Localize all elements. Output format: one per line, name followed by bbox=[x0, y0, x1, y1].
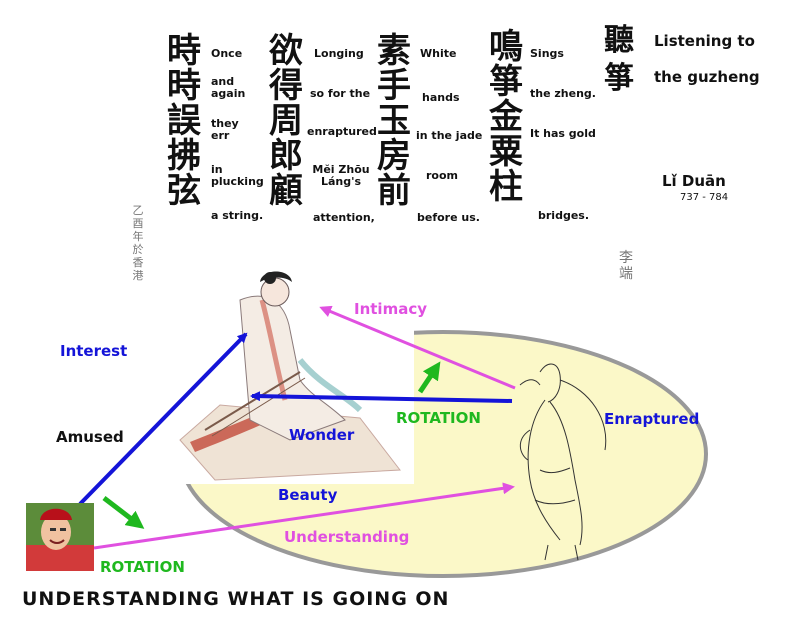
poem-char: 郎 bbox=[269, 136, 303, 176]
gloss: attention, bbox=[313, 211, 375, 224]
rotation-top-arrow bbox=[417, 361, 441, 394]
gloss: so for the bbox=[310, 87, 371, 100]
poem-char: 時 bbox=[167, 66, 201, 106]
amused-label: Amused bbox=[56, 428, 124, 446]
poem-char: 時 bbox=[167, 31, 201, 71]
poem-author-dates: 737 - 784 bbox=[680, 192, 729, 203]
poem-char: 房 bbox=[377, 136, 411, 176]
poem-char: 玉 bbox=[377, 101, 411, 141]
gloss: they err bbox=[211, 117, 239, 142]
understanding-arrow bbox=[93, 482, 515, 550]
guzheng-player-illustration bbox=[176, 271, 414, 484]
poem-char: 箏 bbox=[489, 62, 523, 102]
poem-column-2: 欲 得 周 郎 顧 bbox=[266, 34, 306, 209]
gloss: a string. bbox=[211, 209, 264, 222]
gloss: White bbox=[420, 47, 457, 60]
gloss: hands bbox=[422, 91, 460, 104]
poem-title-line-2: the guzheng bbox=[654, 68, 760, 86]
gloss: in the jade bbox=[416, 129, 483, 142]
intimacy-arrow bbox=[319, 305, 516, 390]
poem-title-line-1: Listening to bbox=[654, 32, 755, 50]
interest-label: Interest bbox=[60, 342, 128, 360]
gloss: bridges. bbox=[538, 209, 590, 222]
viewer-portrait bbox=[26, 503, 94, 571]
wonder-arrow bbox=[250, 391, 513, 403]
intimacy-label: Intimacy bbox=[354, 300, 427, 318]
gloss: room bbox=[426, 169, 459, 182]
rotation-bottom-label: ROTATION bbox=[100, 558, 185, 576]
rotation-bottom-arrow bbox=[102, 496, 145, 529]
poem-char: 欲 bbox=[269, 31, 303, 71]
interest-arrow bbox=[78, 332, 248, 506]
gloss: Longing bbox=[314, 47, 364, 60]
enraptured-listener-illustration bbox=[519, 363, 607, 561]
title-char: 箏 bbox=[604, 61, 634, 96]
poem-char: 鳴 bbox=[489, 27, 523, 67]
right-seal-inscription: 李端 bbox=[619, 250, 633, 282]
title-char: 聽 bbox=[604, 23, 634, 58]
poem-char: 得 bbox=[269, 66, 303, 106]
poem-char: 柱 bbox=[489, 167, 523, 207]
poem-char: 弦 bbox=[167, 171, 201, 211]
gloss: Once bbox=[211, 47, 243, 60]
diagram-caption: UNDERSTANDING WHAT IS GOING ON bbox=[22, 588, 450, 610]
poem-column-4: 鳴 箏 金 粟 柱 bbox=[486, 30, 526, 205]
poem-column-3: 素 手 玉 房 前 bbox=[374, 34, 414, 209]
gloss: It has gold bbox=[530, 127, 596, 140]
poem-char: 誤 bbox=[167, 101, 201, 141]
rotation-top-label: ROTATION bbox=[396, 409, 481, 427]
poem-char: 周 bbox=[269, 101, 303, 141]
gloss: the zheng. bbox=[530, 87, 596, 100]
poem-char: 金 bbox=[489, 97, 523, 137]
poem-char: 顧 bbox=[269, 171, 303, 211]
gloss: Mĕi Zhōu Láng's bbox=[312, 163, 370, 188]
poem-char: 粟 bbox=[489, 132, 523, 172]
understanding-label: Understanding bbox=[284, 528, 410, 546]
poem-column-1: 時 時 誤 拂 弦 bbox=[164, 34, 204, 209]
poem-char: 前 bbox=[377, 171, 411, 211]
enraptured-label: Enraptured bbox=[604, 410, 700, 428]
gloss: and again bbox=[211, 75, 246, 100]
gloss: Sings bbox=[530, 47, 564, 60]
poem-author: Lǐ Duān bbox=[662, 172, 726, 190]
gloss: enraptured bbox=[307, 125, 377, 138]
gloss: in plucking bbox=[211, 163, 264, 188]
poem-char: 素 bbox=[377, 31, 411, 71]
wonder-label: Wonder bbox=[289, 426, 355, 444]
poem-char: 手 bbox=[377, 66, 411, 106]
left-seal-inscription: 乙酉年於香港 bbox=[132, 204, 144, 282]
beauty-label: Beauty bbox=[278, 486, 338, 504]
poem-char: 拂 bbox=[167, 136, 201, 176]
gloss: before us. bbox=[417, 211, 480, 224]
